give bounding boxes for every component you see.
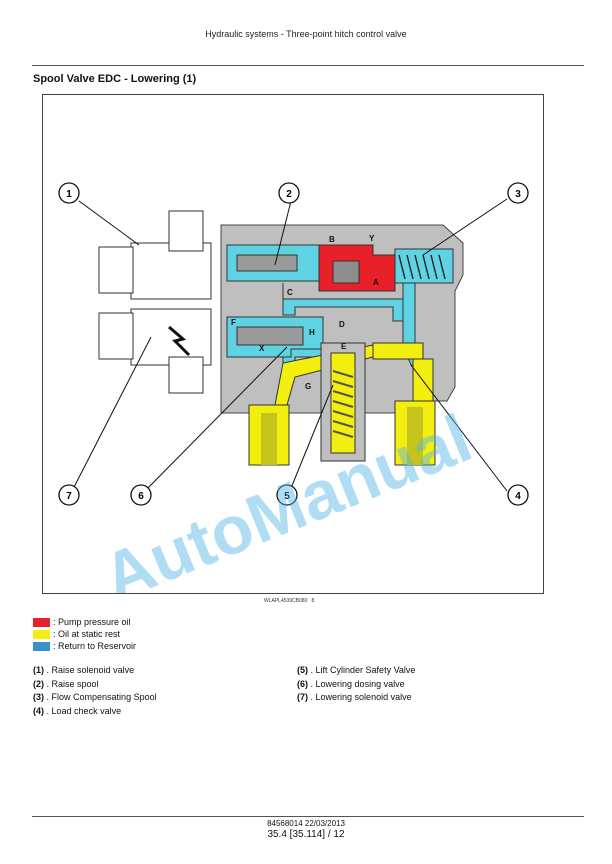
list-item: (5) . Lift Cylinder Safety Valve — [297, 665, 416, 675]
port-letter-x: X — [259, 344, 265, 353]
header-divider — [32, 65, 584, 66]
callout-4: 4 — [515, 491, 521, 502]
lower-solenoid-plug — [168, 356, 204, 394]
port-letter-f: F — [231, 318, 236, 327]
page-header: Hydraulic systems - Three-point hitch co… — [205, 29, 407, 39]
upper-solenoid-plug — [168, 210, 204, 252]
callout-circle-1 — [58, 182, 80, 204]
legend-swatch-pressure — [33, 618, 50, 627]
callout-3: 3 — [515, 189, 521, 200]
list-item: (6) . Lowering dosing valve — [297, 678, 405, 689]
callout-5: 5 — [284, 491, 290, 502]
return-passage-c — [282, 283, 404, 322]
safety-valve-spring — [332, 370, 354, 438]
legend-label: : Return to Reservoir — [53, 641, 137, 651]
footer-page-number: 35.4 [35.114] / 12 — [267, 829, 345, 840]
port-letter-h: H — [309, 328, 315, 337]
port-letter-b: B — [329, 235, 335, 244]
valve-diagram-svg: B A C D E F G H Y X 1 2 3 — [58, 182, 529, 593]
parts-list-left: (1) . Raise solenoid valve (2) . Raise s… — [33, 665, 157, 719]
list-item: (3) . Flow Compensating Spool — [33, 692, 157, 702]
lower-solenoid-connector — [98, 312, 134, 360]
lightning-icon — [168, 325, 191, 357]
port-letter-g: G — [305, 382, 311, 391]
static-oil-passage-center — [372, 342, 424, 360]
section-title: Spool Valve EDC - Lowering (1) — [33, 73, 197, 85]
legend-label: : Pump pressure oil — [53, 617, 131, 627]
callout-6: 6 — [138, 491, 144, 502]
callout-circle-7 — [58, 484, 80, 506]
list-item: (1) . Raise solenoid valve — [33, 665, 135, 675]
callout-circle-5 — [276, 484, 298, 506]
callout-1: 1 — [66, 189, 72, 200]
callout-circle-2 — [278, 182, 300, 204]
port-letter-e: E — [341, 342, 347, 351]
lowering-spool — [236, 326, 304, 346]
valve-diagram: B A C D E F G H Y X 1 2 3 — [42, 94, 544, 594]
callout-circle-4 — [507, 484, 529, 506]
list-item: (4) . Load check valve — [33, 705, 122, 716]
port-letter-d: D — [339, 320, 345, 329]
parts-list-right: (5) . Lift Cylinder Safety Valve (6) . L… — [297, 665, 415, 706]
list-item: (2) . Raise spool — [33, 678, 99, 689]
callout-circle-6 — [130, 484, 152, 506]
port-letter-a: A — [373, 278, 379, 287]
compensating-spring — [398, 254, 446, 280]
legend-label: : Oil at static rest — [53, 629, 121, 639]
callout-group: 1 2 3 4 5 6 7 — [58, 182, 529, 506]
figure-code: WLAPL4539CB080 8 — [264, 598, 315, 604]
upper-solenoid-connector — [98, 246, 134, 294]
port-letter-y: Y — [369, 234, 375, 243]
callout-circle-3 — [507, 182, 529, 204]
lower-solenoid-coil — [130, 308, 212, 366]
right-cylinder-port-core — [407, 407, 423, 465]
callout-7: 7 — [66, 491, 72, 502]
compensating-spool-plug — [332, 260, 360, 284]
footer-document-code: 84568014 22/03/2013 — [267, 819, 345, 828]
legend-swatch-return — [33, 642, 50, 651]
raise-spool — [236, 254, 298, 272]
left-cylinder-port-core — [261, 413, 277, 465]
upper-solenoid-coil — [130, 242, 212, 300]
footer-divider — [32, 816, 584, 817]
port-letter-c: C — [287, 288, 293, 297]
legend-swatch-static — [33, 630, 50, 639]
list-item: (7) . Lowering solenoid valve — [297, 692, 412, 702]
callout-2: 2 — [286, 189, 292, 200]
